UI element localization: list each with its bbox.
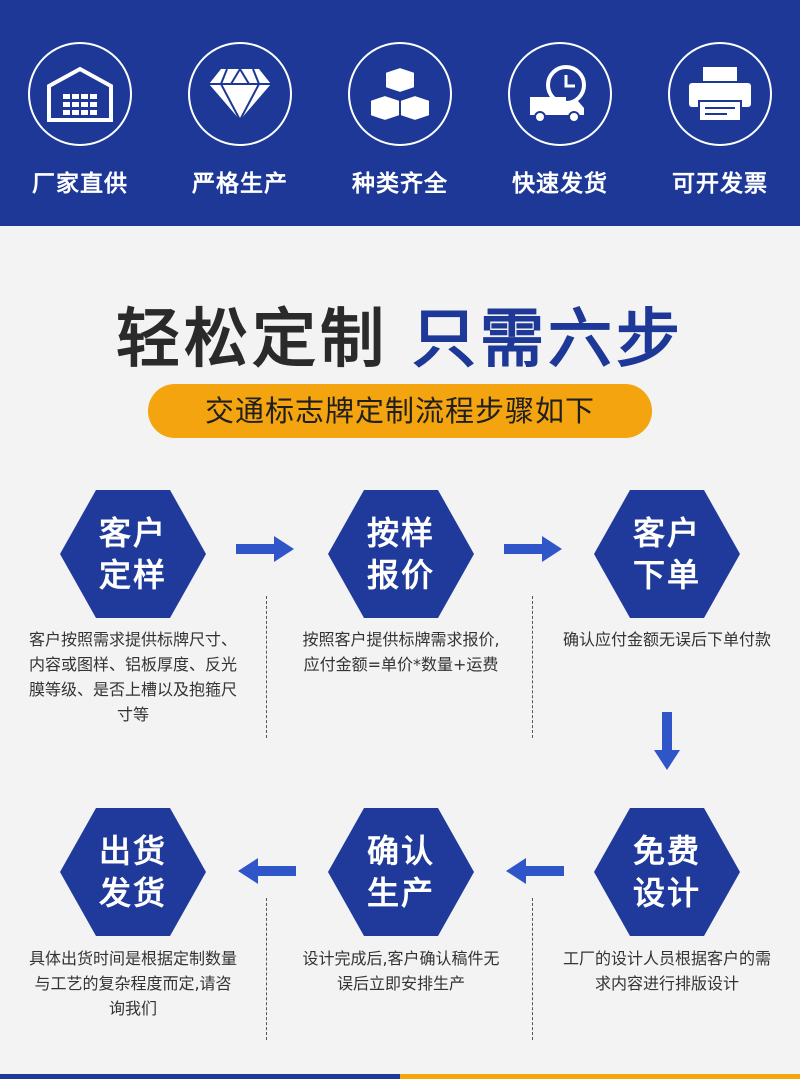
- step-description: 客户按照需求提供标牌尺寸、内容或图样、铝板厚度、反光膜等级、是否上槽以及抱箍尺寸…: [28, 630, 237, 724]
- arrow-down-icon: [654, 712, 680, 770]
- arrow-left-icon: [238, 858, 296, 884]
- bottom-accent-bar: [0, 1074, 800, 1079]
- printer-icon: [668, 42, 772, 146]
- feature-label: 厂家直供: [32, 171, 128, 197]
- step-title-line2: 设计: [632, 874, 701, 912]
- step-title-line1: 按样: [366, 514, 435, 552]
- divider: [532, 596, 533, 738]
- title-part-2: 只需六步: [412, 303, 684, 377]
- step-customer-sample: 客户 定样: [58, 488, 208, 620]
- arrow-left-icon: [506, 858, 564, 884]
- arrow-right-icon: [236, 536, 294, 562]
- step-confirm-production: 确认 生产: [326, 806, 476, 938]
- feature-banner: 厂家直供 严格生产 种类齐全: [0, 0, 800, 226]
- step-title-line1: 客户: [632, 514, 701, 552]
- boxes-icon: [348, 42, 452, 146]
- subtitle-banner: 交通标志牌定制流程步骤如下: [148, 384, 652, 438]
- title-part-1: 轻松定制: [116, 303, 388, 377]
- step-description: 确认应付金额无误后下单付款: [562, 630, 771, 649]
- feature-label: 快速发货: [512, 171, 608, 197]
- feature-label: 种类齐全: [352, 171, 448, 197]
- step-title-line2: 发货: [98, 874, 167, 912]
- feature-label: 可开发票: [672, 171, 768, 197]
- diamond-icon: [188, 42, 292, 146]
- feature-full-range: 种类齐全: [345, 42, 455, 198]
- step-title-line2: 定样: [98, 556, 167, 594]
- feature-invoice: 可开发票: [665, 42, 775, 198]
- divider: [266, 596, 267, 738]
- divider: [532, 898, 533, 1040]
- feature-factory-direct: 厂家直供: [25, 42, 135, 198]
- feature-label: 严格生产: [192, 171, 288, 197]
- step-description: 具体出货时间是根据定制数量与工艺的复杂程度而定,请咨询我们: [28, 949, 237, 1018]
- step-ship: 出货 发货: [58, 806, 208, 938]
- arrow-right-icon: [504, 536, 562, 562]
- step-free-design: 免费 设计: [592, 806, 742, 938]
- warehouse-icon: [28, 42, 132, 146]
- delivery-truck-icon: [508, 42, 612, 146]
- step-title-line2: 生产: [366, 874, 435, 912]
- step-title-line2: 下单: [632, 556, 701, 594]
- feature-fast-delivery: 快速发货: [505, 42, 615, 198]
- step-description: 设计完成后,客户确认稿件无误后立即安排生产: [302, 949, 500, 993]
- step-order: 客户 下单: [592, 488, 742, 620]
- step-title-line1: 出货: [98, 832, 167, 870]
- step-title-line2: 报价: [366, 556, 435, 594]
- step-title-line1: 客户: [98, 514, 167, 552]
- step-description: 工厂的设计人员根据客户的需求内容进行排版设计: [562, 949, 771, 993]
- divider: [266, 898, 267, 1040]
- step-quote: 按样 报价: [326, 488, 476, 620]
- step-description: 按照客户提供标牌需求报价,应付金额=单价*数量+运费: [302, 630, 500, 674]
- page-title: 轻松定制只需六步: [0, 288, 800, 380]
- step-title-line1: 确认: [366, 832, 435, 870]
- step-title-line1: 免费: [632, 832, 701, 870]
- feature-strict-production: 严格生产: [185, 42, 295, 198]
